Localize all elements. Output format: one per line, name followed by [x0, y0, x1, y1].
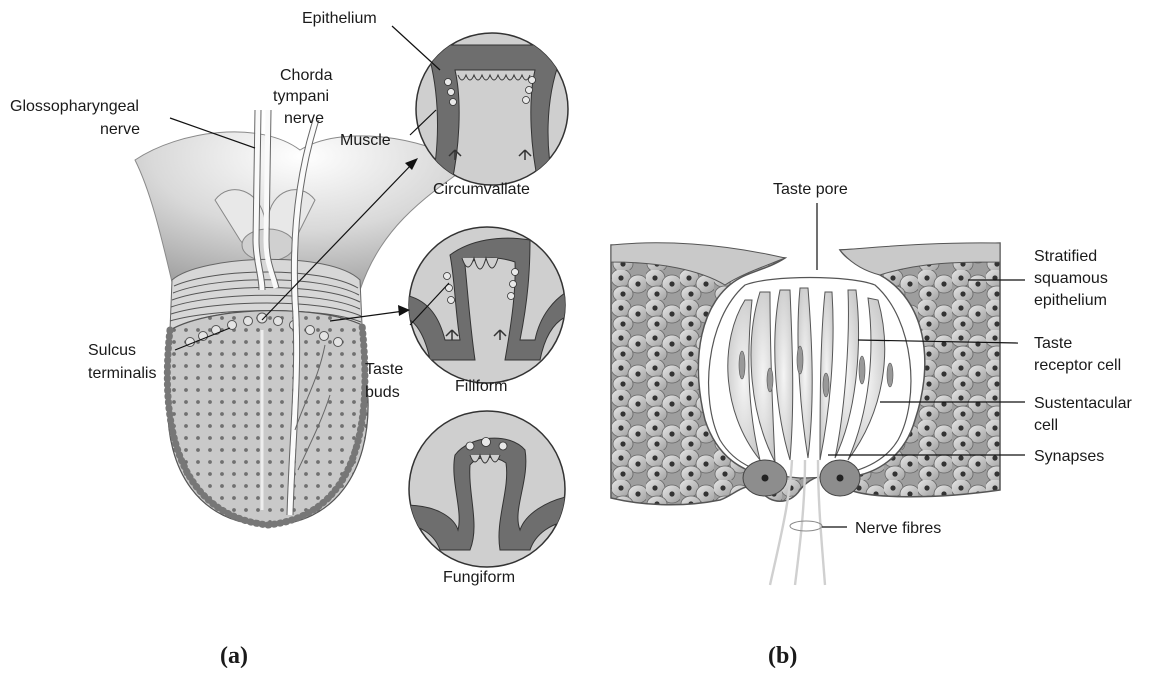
- taste-receptor-cell-label-line2: receptor cell: [1034, 357, 1121, 374]
- sustentacular-cell-label-line2: cell: [1034, 417, 1058, 434]
- fungiform-label: Fungiform: [443, 569, 515, 586]
- chorda-tympani-label: Chorda: [280, 67, 333, 84]
- stratified-squamous-epithelium-label-line2: squamous: [1034, 270, 1108, 287]
- glossopharyngeal-nerve-label-line2: nerve: [100, 121, 140, 138]
- glossopharyngeal-nerve-label: Glossopharyngeal: [10, 98, 139, 115]
- sulcus-terminalis-label: Sulcus: [88, 342, 136, 359]
- chorda-tympani-label-line2: tympani: [273, 88, 329, 105]
- filiform-label: Filiform: [455, 378, 507, 395]
- synapses-label: Synapses: [1034, 448, 1104, 465]
- circumvallate-label: Circumvallate: [433, 181, 530, 198]
- taste-buds-label: Taste: [365, 361, 403, 378]
- sustentacular-cell-label: Sustentacular: [1034, 395, 1133, 412]
- taste-bud-illustration: [611, 243, 1000, 585]
- taste-pore-label: Taste pore: [773, 181, 848, 198]
- stratified-squamous-epithelium-label-line3: epithelium: [1034, 292, 1107, 309]
- filiform-papilla-diagram: [405, 227, 570, 383]
- panel-b-caption: (b): [768, 643, 797, 668]
- taste-receptor-cell-label: Taste: [1034, 335, 1072, 352]
- panel-a-caption: (a): [220, 643, 248, 668]
- chorda-tympani-label-line3: nerve: [284, 110, 324, 127]
- nerve-fibres-label: Nerve fibres: [855, 520, 941, 537]
- muscle-label: Muscle: [340, 132, 391, 149]
- sulcus-terminalis-label-line2: terminalis: [88, 365, 156, 382]
- stratified-squamous-epithelium-label: Stratified: [1034, 248, 1097, 265]
- epithelium-label: Epithelium: [302, 10, 377, 27]
- fungiform-papilla-diagram: [405, 411, 575, 567]
- taste-buds-label-line2: buds: [365, 384, 400, 401]
